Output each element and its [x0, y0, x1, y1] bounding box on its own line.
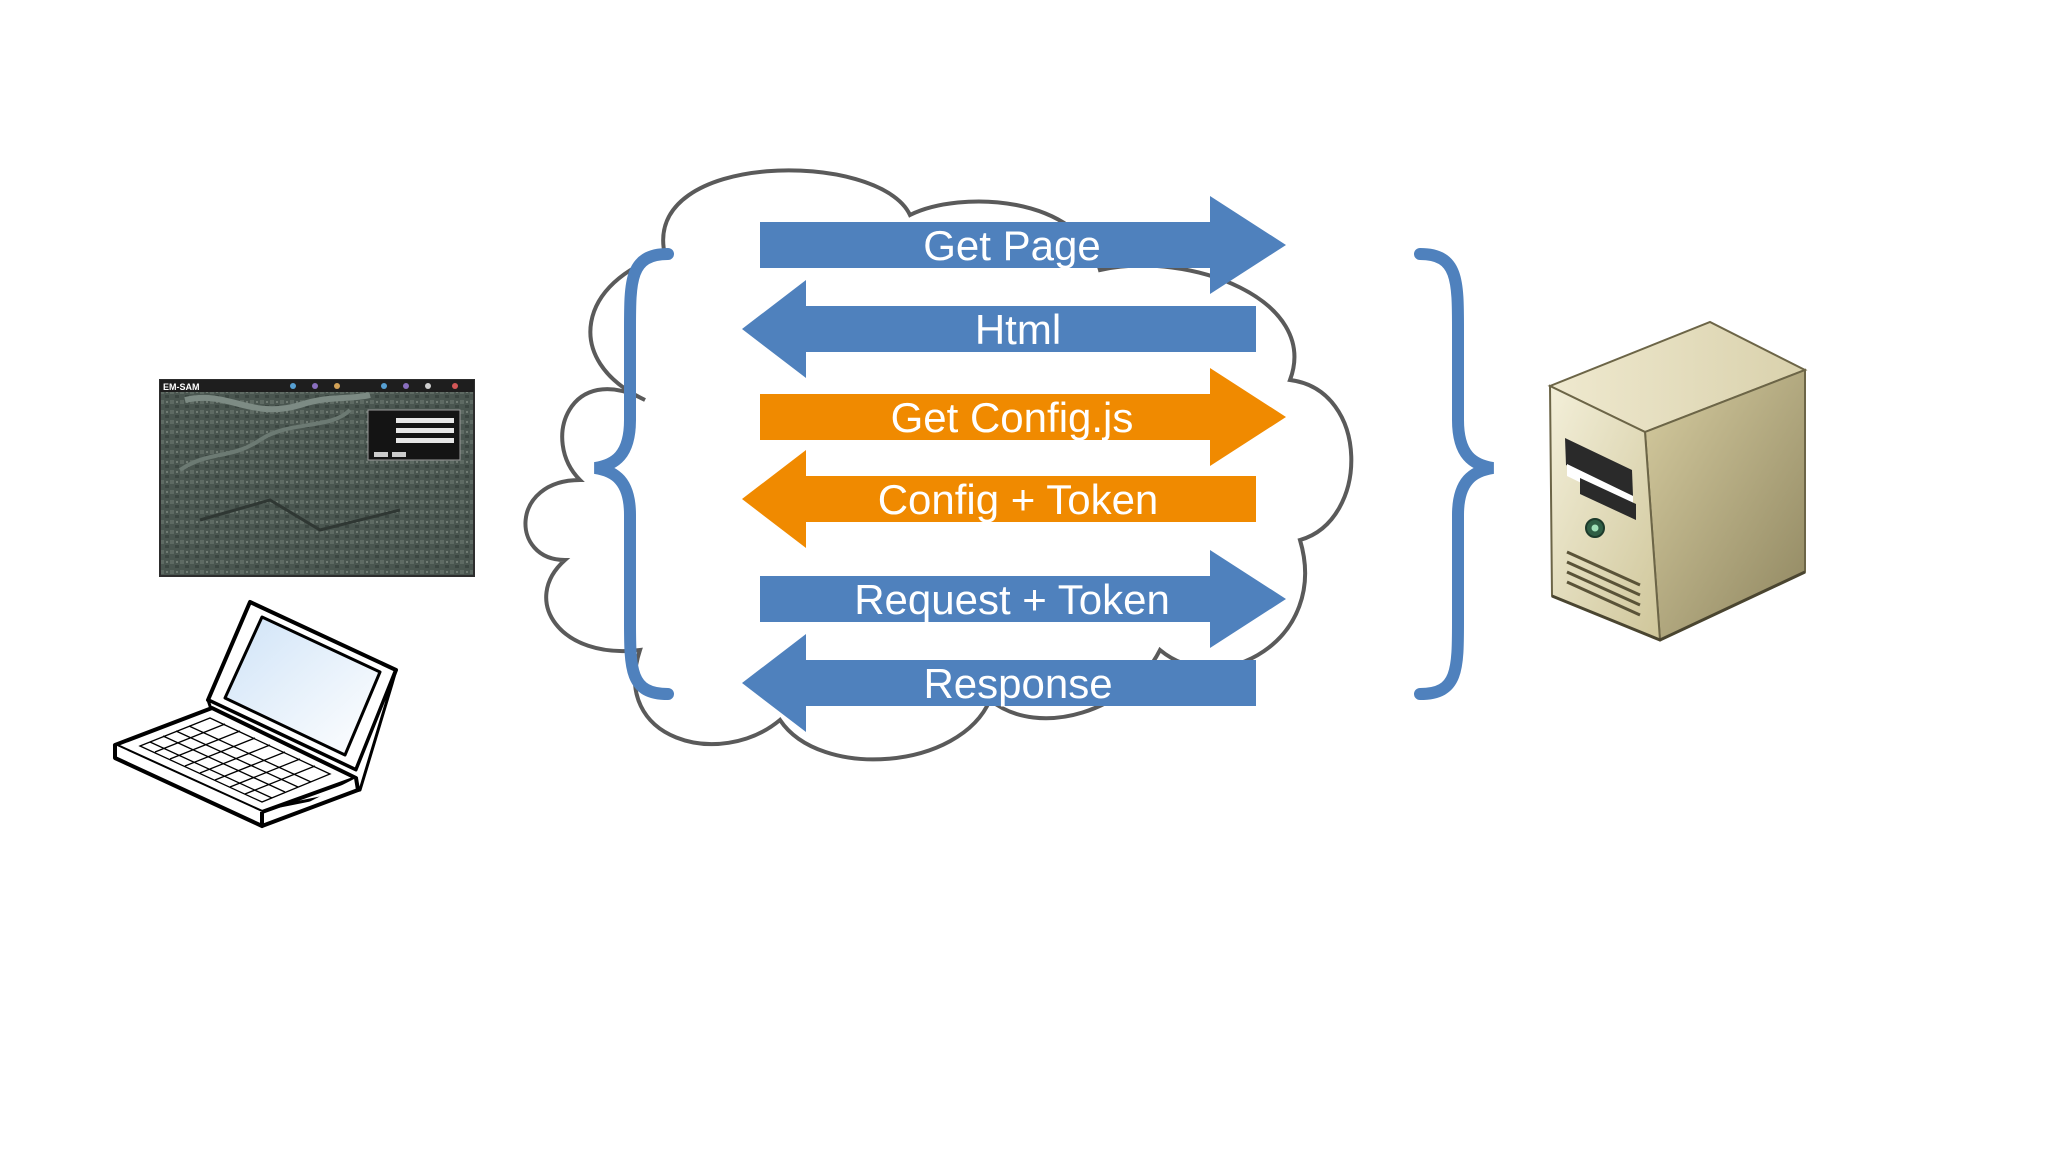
arrow-request-token-right [760, 550, 1286, 648]
arrow-config-token-left [742, 450, 1256, 548]
right-brace [1414, 248, 1495, 700]
arrow-label-config-token: Config + Token [878, 476, 1159, 523]
map-screenshot: EM-SAM [159, 379, 475, 577]
app-logo: EM-SAM [163, 382, 200, 392]
arrow-get-page-right [760, 196, 1286, 294]
arrow-get-config-right [760, 368, 1286, 466]
arrow-html-left [742, 280, 1256, 378]
arrow-label-get-page: Get Page [923, 222, 1100, 269]
arrow-response-left [742, 634, 1256, 732]
server-tower-icon [1547, 320, 1808, 642]
arrow-label-get-config: Get Config.js [891, 394, 1134, 441]
arrow-label-html: Html [975, 306, 1061, 353]
arrow-label-request-token: Request + Token [854, 576, 1170, 623]
arrow-label-response: Response [923, 660, 1112, 707]
left-brace [593, 248, 674, 700]
laptop-icon: EM-SAM [113, 379, 475, 828]
